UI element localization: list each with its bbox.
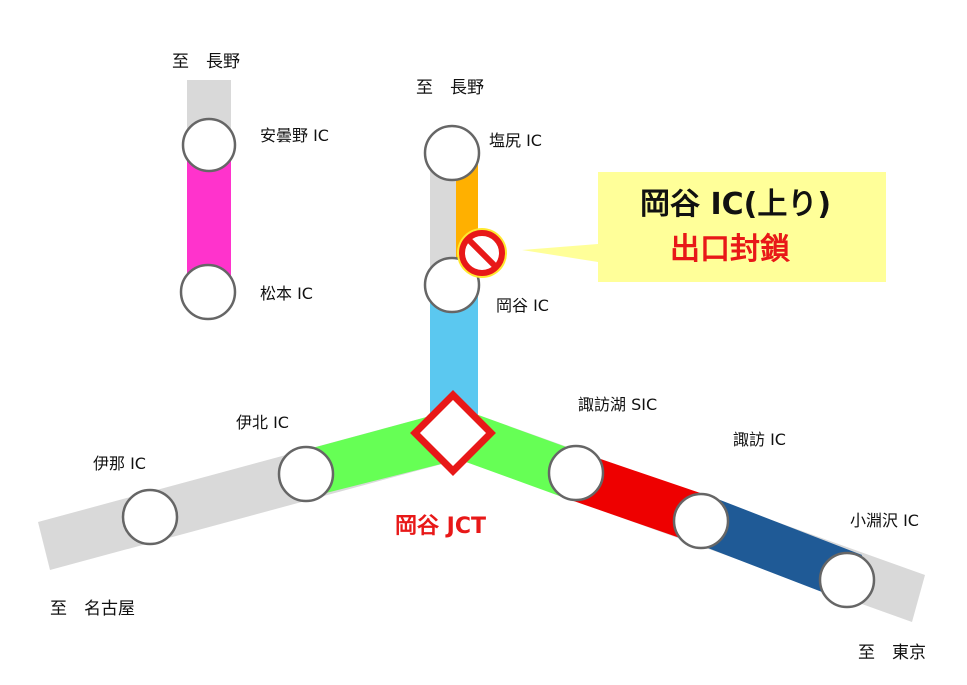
junction-marker — [410, 390, 496, 476]
node-suwako-sic — [547, 444, 605, 502]
callout-box — [522, 172, 886, 282]
label-kobuchizawa-ic: 小淵沢 IC — [850, 511, 919, 530]
node-azumino — [181, 117, 237, 173]
destination-center-top: 至 長野 — [416, 78, 484, 98]
notice-line2: 出口封鎖 — [670, 232, 790, 267]
label-azumino-ic: 安曇野 IC — [260, 126, 329, 145]
label-okaya-ic: 岡谷 IC — [496, 296, 549, 315]
no-entry-icon — [457, 228, 507, 278]
label-shiojiri-ic: 塩尻 IC — [489, 131, 542, 150]
node-shiojiri — [423, 124, 481, 182]
label-suwa-ic: 諏訪 IC — [733, 430, 786, 449]
node-matsumoto — [179, 263, 237, 321]
node-ihoku — [277, 445, 335, 503]
node-ina — [121, 488, 179, 546]
label-ihoku-ic: 伊北 IC — [236, 413, 289, 432]
destination-bottom-right: 至 東京 — [858, 643, 926, 663]
notice-line1: 岡谷 IC(上り) — [640, 187, 832, 222]
destination-left-top: 至 長野 — [172, 52, 240, 72]
label-suwako-sic: 諏訪湖 SIC — [578, 395, 658, 414]
destination-bottom-left: 至 名古屋 — [50, 599, 135, 619]
label-matsumoto-ic: 松本 IC — [260, 284, 313, 303]
label-ina-ic: 伊那 IC — [93, 454, 146, 473]
node-kobuchizawa — [818, 551, 876, 609]
node-suwa — [672, 492, 730, 550]
junction-label: 岡谷 JCT — [395, 514, 486, 539]
